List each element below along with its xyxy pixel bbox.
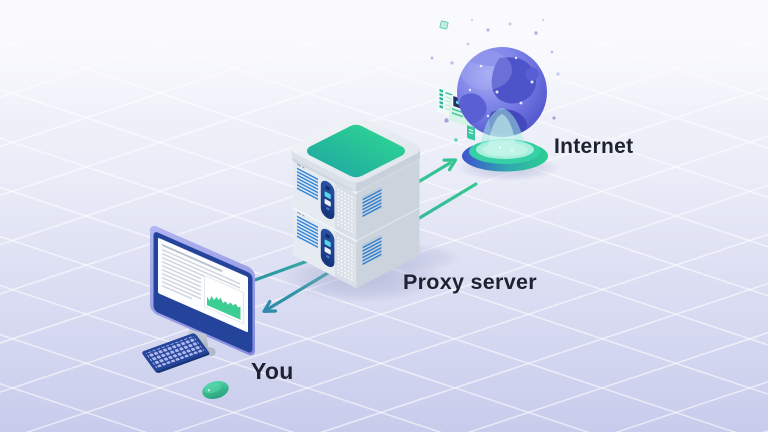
keyboard-icon [142, 333, 210, 373]
server-stack-icon [280, 115, 460, 303]
globe-star-dots [468, 56, 534, 118]
server-accent-top [307, 124, 405, 178]
internet-label: Internet [554, 135, 633, 158]
arrow-up-right-head-icon [442, 158, 458, 172]
mouse-icon [202, 380, 229, 400]
server-top-panel [292, 115, 420, 192]
proxy-server-label: Proxy server [403, 270, 537, 294]
sparkles [430, 18, 560, 142]
desktop-computer-icon [142, 225, 255, 400]
tag-icon [467, 125, 475, 141]
arrow-down-left-head-icon [262, 299, 277, 313]
hologram-globe-icon [430, 18, 560, 181]
screen-area-chart [207, 296, 241, 320]
screen-text-lines [162, 243, 240, 300]
monitor-icon [150, 225, 255, 356]
you-label: You [251, 358, 294, 384]
